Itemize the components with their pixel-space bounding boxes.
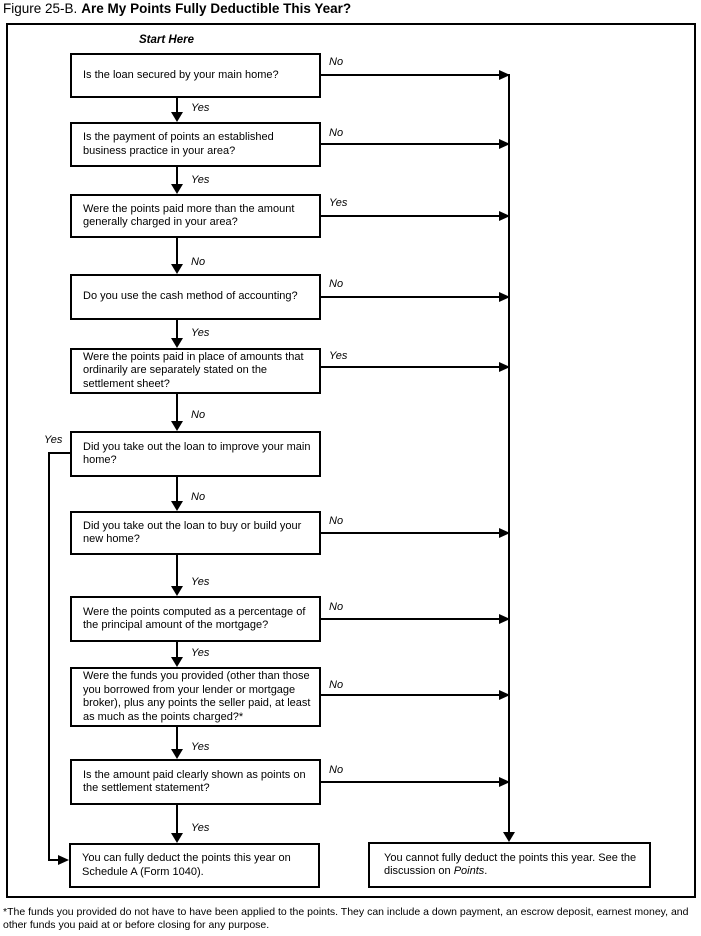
outcome-no-deduct-text: You cannot fully deduct the points this … bbox=[384, 852, 644, 879]
branch-label-5: Yes bbox=[329, 350, 348, 362]
question-box-3: Were the points paid more than the amoun… bbox=[70, 194, 321, 238]
question-box-9: Were the funds you provided (other than … bbox=[70, 667, 321, 727]
connector-down-10 bbox=[176, 805, 178, 833]
arrowhead-down-8 bbox=[171, 657, 183, 667]
branch-line-2 bbox=[321, 143, 499, 145]
branch-line-7 bbox=[321, 532, 499, 534]
flowchart-frame bbox=[6, 23, 696, 898]
branch-label-10: No bbox=[329, 764, 344, 776]
connector-down-1 bbox=[176, 98, 178, 112]
no-deduct-suffix: . bbox=[484, 865, 488, 877]
connector-down-9 bbox=[176, 727, 178, 749]
question-box-6: Did you take out the loan to improve you… bbox=[70, 431, 321, 477]
figure-title: Are My Points Fully Deductible This Year… bbox=[81, 1, 352, 16]
question-box-8: Were the points computed as a percentage… bbox=[70, 596, 321, 642]
flow-label-7: Yes bbox=[191, 576, 210, 588]
arrowhead-down-5 bbox=[171, 421, 183, 431]
figure-number: Figure 25-B. bbox=[3, 1, 78, 16]
question-box-7: Did you take out the loan to buy or buil… bbox=[70, 511, 321, 555]
flow-label-4: Yes bbox=[191, 327, 210, 339]
branch-arrowhead-1 bbox=[499, 70, 510, 80]
arrowhead-down-1 bbox=[171, 112, 183, 122]
question-box-1: Is the loan secured by your main home? bbox=[70, 53, 321, 98]
connector-down-2 bbox=[176, 167, 178, 184]
outcome-box-deduct: You can fully deduct the points this yea… bbox=[69, 843, 320, 888]
branch-arrowhead-9 bbox=[499, 690, 510, 700]
no-deduct-prefix: You cannot fully deduct the points this … bbox=[384, 851, 637, 878]
flow-label-5: No bbox=[191, 409, 206, 421]
arrowhead-down-4 bbox=[171, 338, 183, 348]
flow-label-8: Yes bbox=[191, 647, 210, 659]
branch-line-10 bbox=[321, 781, 499, 783]
start-here-label: Start Here bbox=[139, 34, 194, 46]
arrowhead-down-2 bbox=[171, 184, 183, 194]
branch-label-3: Yes bbox=[329, 197, 348, 209]
footnote: *The funds you provided do not have to h… bbox=[3, 906, 689, 931]
branch-arrowhead-8 bbox=[499, 614, 510, 624]
branch-arrowhead-3 bbox=[499, 211, 510, 221]
page-title: Figure 25-B.Are My Points Fully Deductib… bbox=[3, 1, 351, 16]
question-box-10: Is the amount paid clearly shown as poin… bbox=[70, 759, 321, 805]
branch-label-4: No bbox=[329, 278, 344, 290]
left-loop-vertical-line bbox=[48, 452, 50, 861]
branch-arrowhead-4 bbox=[499, 292, 510, 302]
left-loop-top-line bbox=[48, 452, 70, 454]
no-deduct-term: Points bbox=[453, 865, 485, 877]
left-loop-arrowhead bbox=[58, 855, 69, 865]
branch-arrowhead-5 bbox=[499, 362, 510, 372]
branch-label-8: No bbox=[329, 601, 344, 613]
question-box-2: Is the payment of points an established … bbox=[70, 122, 321, 167]
arrowhead-down-3 bbox=[171, 264, 183, 274]
flow-label-10: Yes bbox=[191, 822, 210, 834]
branch-line-8 bbox=[321, 618, 499, 620]
branch-line-1 bbox=[321, 74, 499, 76]
branch-arrowhead-10 bbox=[499, 777, 510, 787]
flow-label-3: No bbox=[191, 256, 206, 268]
branch-label-7: No bbox=[329, 515, 344, 527]
arrowhead-down-7 bbox=[171, 586, 183, 596]
flow-label-9: Yes bbox=[191, 741, 210, 753]
connector-down-8 bbox=[176, 642, 178, 657]
branch-label-2: No bbox=[329, 127, 344, 139]
flow-label-6: No bbox=[191, 491, 206, 503]
arrowhead-down-9 bbox=[171, 749, 183, 759]
arrowhead-down-6 bbox=[171, 501, 183, 511]
branch-label-1: No bbox=[329, 56, 344, 68]
outcome-box-no-deduct: You cannot fully deduct the points this … bbox=[368, 842, 651, 888]
branch-line-4 bbox=[321, 296, 499, 298]
flow-label-1: Yes bbox=[191, 102, 210, 114]
connector-down-3 bbox=[176, 238, 178, 264]
branch-label-6: Yes bbox=[44, 434, 63, 446]
branch-line-3 bbox=[321, 215, 499, 217]
collector-line bbox=[508, 74, 510, 832]
connector-down-6 bbox=[176, 477, 178, 501]
question-box-4: Do you use the cash method of accounting… bbox=[70, 274, 321, 320]
collector-arrowhead bbox=[503, 832, 515, 842]
connector-down-4 bbox=[176, 320, 178, 338]
arrowhead-down-10 bbox=[171, 833, 183, 843]
left-loop-bottom-line bbox=[48, 859, 58, 861]
branch-label-9: No bbox=[329, 679, 344, 691]
branch-arrowhead-2 bbox=[499, 139, 510, 149]
connector-down-5 bbox=[176, 394, 178, 421]
branch-arrowhead-7 bbox=[499, 528, 510, 538]
connector-down-7 bbox=[176, 555, 178, 586]
branch-line-9 bbox=[321, 694, 499, 696]
question-box-5: Were the points paid in place of amounts… bbox=[70, 348, 321, 394]
flow-label-2: Yes bbox=[191, 174, 210, 186]
branch-line-5 bbox=[321, 366, 499, 368]
